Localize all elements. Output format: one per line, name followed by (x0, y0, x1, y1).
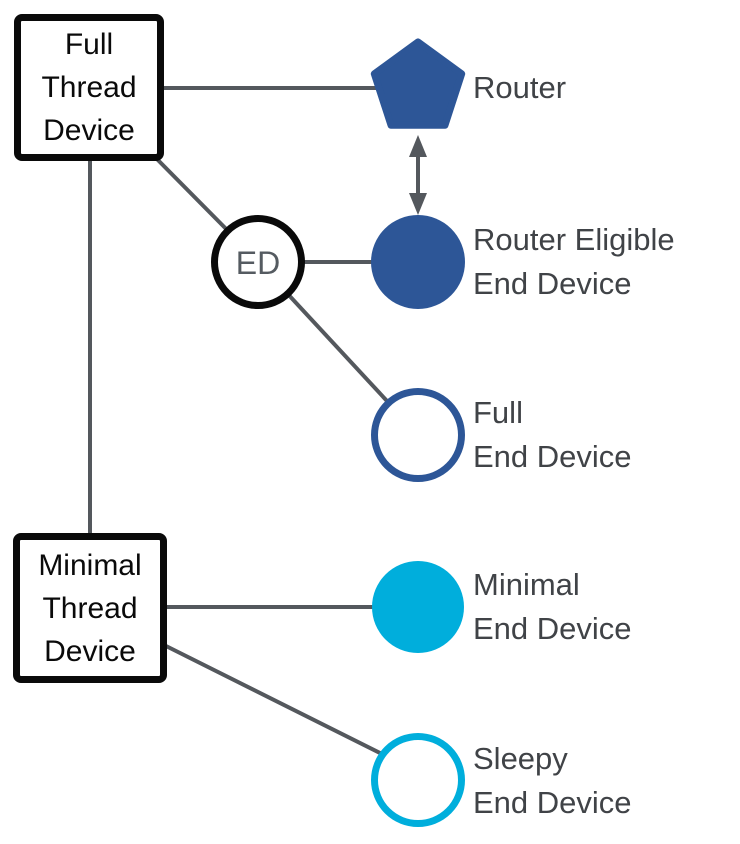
bidirectional-arrow-icon (409, 135, 427, 215)
minimal-end-device-shape (372, 561, 464, 653)
full-thread-device-label: Full Thread Device (41, 28, 137, 147)
sleepy-end-device-label: Sleepy End Device (473, 741, 632, 820)
minimal-end-device-label: Minimal End Device (473, 567, 632, 646)
router-label: Router (473, 70, 567, 105)
connector-ed-to-fed (283, 289, 402, 417)
router-eligible-end-device-shape (371, 215, 465, 309)
full-end-device-label: Full End Device (473, 395, 632, 474)
full-thread-device-box: Full Thread Device (14, 14, 164, 161)
sleepy-end-device-shape (371, 733, 465, 827)
full-end-device-shape (371, 388, 465, 482)
minimal-thread-device-label: Minimal Thread Device (38, 548, 142, 668)
ed-circle-shape (211, 215, 305, 309)
connector-mtd-to-sed (161, 642, 403, 766)
router-pentagon-shape (370, 38, 466, 129)
minimal-thread-device-box: Minimal Thread Device (13, 533, 167, 683)
router-eligible-end-device-label: Router Eligible End Device (473, 222, 675, 301)
ed-label: ED (235, 245, 281, 281)
